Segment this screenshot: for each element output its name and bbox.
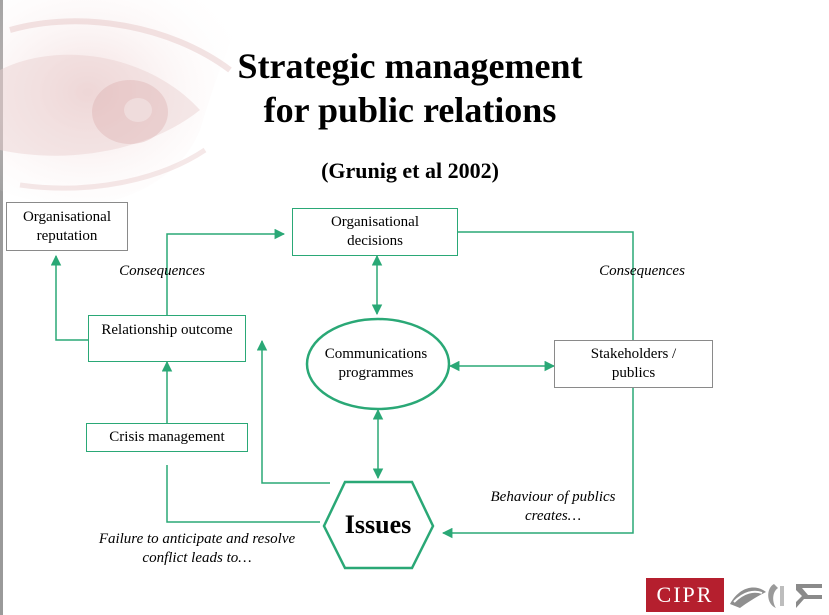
node-communications-label: Communications programmes [324, 346, 428, 381]
cipr-logo-text: CIPR [646, 578, 724, 612]
node-org-decisions-label: Organisational decisions [330, 214, 420, 249]
node-org-decisions: Organisational decisions [292, 208, 458, 256]
label-failure-to-anticipate: Failure to anticipate and resolve confli… [98, 531, 296, 566]
slide-title: Strategic management for public relation… [150, 44, 670, 132]
communications-ellipse [305, 317, 451, 411]
cipr-logo: CIPR [646, 578, 826, 612]
node-crisis-management-label: Crisis management [109, 429, 225, 445]
node-org-reputation: Organisational reputation [6, 202, 128, 251]
connector-relationship-to-decisions [166, 228, 286, 315]
connector-stakeholders-to-issues [441, 388, 634, 539]
label-consequences-right: Consequences [599, 263, 685, 279]
node-relationship-outcome: Relationship outcome [88, 315, 246, 362]
slide-left-edge [0, 0, 3, 615]
slide-subtitle: (Grunig et al 2002) [321, 158, 499, 183]
connector-crisis-to-issues [166, 465, 320, 523]
node-org-reputation-label: Organisational reputation [22, 208, 112, 244]
connector-relationship-to-reputation [50, 254, 88, 341]
node-stakeholders-label: Stakeholders / publics [590, 346, 677, 381]
label-behaviour-of-publics: Behaviour of publics creates… [490, 489, 616, 524]
node-issues-label: Issues [344, 510, 412, 539]
connector-issues-to-relationship [256, 339, 330, 484]
cipr-logo-faces-icon [730, 584, 822, 608]
title-line-2: for public relations [263, 90, 557, 130]
node-crisis-management: Crisis management [86, 423, 248, 452]
connector-decisions-to-stakeholders [458, 231, 634, 340]
node-stakeholders: Stakeholders / publics [554, 340, 713, 388]
title-line-1: Strategic management [237, 46, 583, 86]
label-consequences-left: Consequences [119, 263, 205, 279]
issues-hexagon [322, 480, 435, 570]
node-relationship-outcome-label: Relationship outcome [101, 322, 233, 338]
